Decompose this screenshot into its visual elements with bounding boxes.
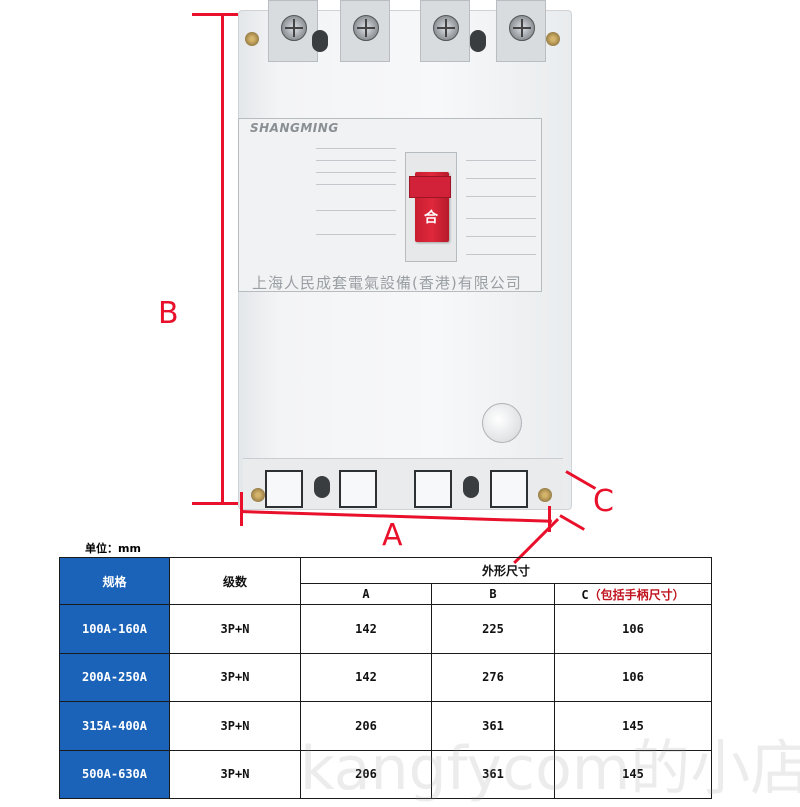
spec-line <box>466 254 536 255</box>
unit-label: 单位：mm <box>85 542 141 555</box>
dimension-b-label: B <box>158 296 179 331</box>
handle-grip <box>409 176 451 198</box>
dimension-a-right-tick <box>548 506 551 532</box>
spec-line <box>316 172 396 173</box>
screw-icon <box>433 15 459 41</box>
dimension-a-label: A <box>382 518 403 553</box>
bottom-terminal <box>339 470 377 508</box>
cell-c: 145 <box>553 749 713 800</box>
spec-line <box>316 234 396 235</box>
table-row: 200A-250A 3P+N 142 276 106 <box>59 652 713 703</box>
header-a: A <box>300 583 432 606</box>
spec-line <box>466 178 536 179</box>
brand-logo: SHANGMING <box>250 121 339 135</box>
cell-c: 106 <box>553 652 713 703</box>
spec-line <box>466 196 536 197</box>
header-c-prefix: C <box>581 587 589 602</box>
test-button <box>482 403 522 443</box>
manufacturer-name: 上海人民成套電氣設備(香港)有限公司 <box>252 274 522 292</box>
top-terminal <box>420 0 470 62</box>
top-terminal <box>496 0 546 62</box>
cell-b: 361 <box>431 701 555 751</box>
bottom-terminal <box>265 470 303 508</box>
cell-poles: 3P+N <box>169 652 301 703</box>
cell-spec: 200A-250A <box>59 652 170 703</box>
header-spec: 规格 <box>59 556 170 606</box>
cell-a: 142 <box>300 652 432 703</box>
screw-icon <box>281 15 307 41</box>
terminal-hole <box>312 30 328 52</box>
cell-poles: 3P+N <box>169 604 301 654</box>
cell-spec: 100A-160A <box>59 604 170 654</box>
cell-b: 361 <box>431 749 555 800</box>
cell-c: 145 <box>553 701 713 751</box>
table-row: 500A-630A 3P+N 206 361 145 <box>59 749 713 800</box>
top-terminal <box>268 0 318 62</box>
cell-b: 225 <box>431 604 555 654</box>
corner-screw-icon <box>245 32 259 46</box>
terminal-hole <box>470 30 486 52</box>
cell-a: 142 <box>300 604 432 654</box>
spec-line <box>466 236 536 237</box>
dimension-a-left-tick <box>240 492 243 526</box>
screw-icon <box>353 15 379 41</box>
spec-line <box>466 160 536 161</box>
label-panel <box>238 118 542 292</box>
table-row: 315A-400A 3P+N 206 361 145 <box>59 701 713 751</box>
screw-icon <box>509 15 535 41</box>
terminal-hole <box>463 476 479 498</box>
cell-spec: 500A-630A <box>59 749 170 800</box>
product-photo: SHANGMING 合 上海人民成套電氣設備(香港)有限公司 B A C <box>158 0 614 564</box>
spec-line <box>316 184 396 185</box>
spec-line <box>466 218 536 219</box>
dimension-b-line <box>221 13 224 505</box>
corner-screw-icon <box>538 488 552 502</box>
cell-poles: 3P+N <box>169 701 301 751</box>
dimension-c-label: C <box>593 484 614 519</box>
header-c: C（包括手柄尺寸） <box>553 583 713 606</box>
header-b: B <box>431 583 555 606</box>
corner-screw-icon <box>251 488 265 502</box>
corner-screw-icon <box>546 32 560 46</box>
header-poles: 级数 <box>169 556 301 606</box>
cell-poles: 3P+N <box>169 749 301 800</box>
bottom-terminal <box>414 470 452 508</box>
table-row: 100A-160A 3P+N 142 225 106 <box>59 604 713 654</box>
cell-spec: 315A-400A <box>59 701 170 751</box>
cell-b: 276 <box>431 652 555 703</box>
spec-line <box>316 160 396 161</box>
header-c-note: （包括手柄尺寸） <box>588 587 685 602</box>
top-terminal <box>340 0 390 62</box>
dimension-table: 规格 级数 外形尺寸 A B C（包括手柄尺寸） 100A-160A 3P+N … <box>59 556 713 800</box>
cell-a: 206 <box>300 701 432 751</box>
spec-line <box>316 210 396 211</box>
dimension-c-bottom-tick <box>559 514 585 531</box>
spec-line <box>316 148 396 149</box>
handle-label: 合 <box>424 210 438 226</box>
bottom-terminal <box>490 470 528 508</box>
cell-c: 106 <box>553 604 713 654</box>
dimension-b-top-tick <box>192 13 238 16</box>
header-dimensions: 外形尺寸 <box>299 556 713 585</box>
cell-a: 206 <box>300 749 432 800</box>
terminal-hole <box>314 476 330 498</box>
dimension-b-bottom-tick <box>192 502 238 505</box>
